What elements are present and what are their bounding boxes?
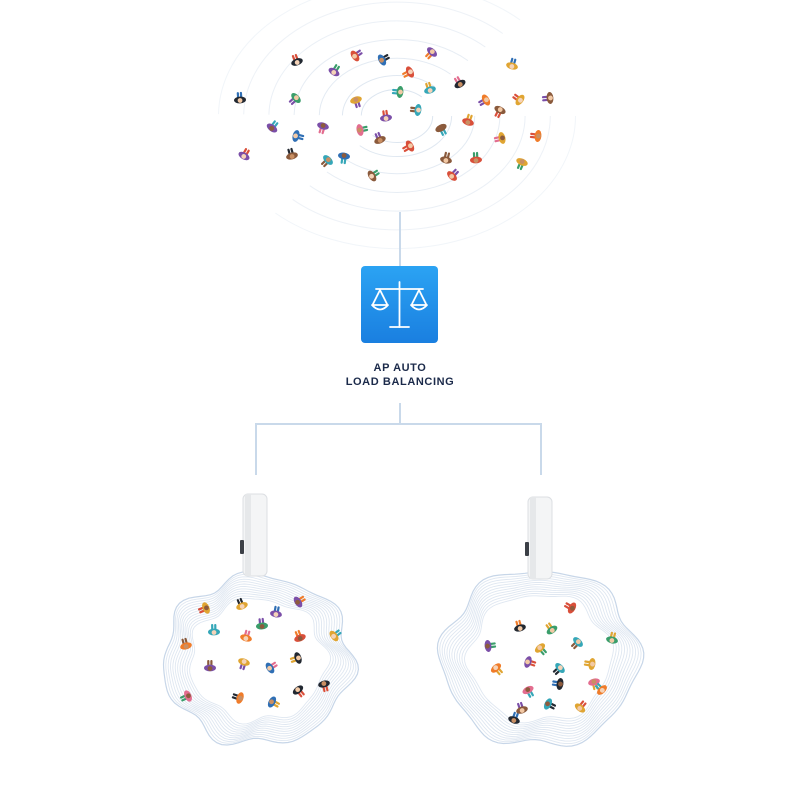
person-figure bbox=[328, 64, 340, 77]
person-figure bbox=[291, 53, 303, 66]
person-figure bbox=[409, 104, 422, 116]
person-figure bbox=[367, 169, 380, 182]
person-figure bbox=[377, 54, 390, 66]
person-figure bbox=[265, 661, 278, 674]
person-figure bbox=[380, 109, 392, 122]
person-figure bbox=[447, 168, 459, 181]
person-figure bbox=[289, 652, 302, 664]
person-figure bbox=[329, 629, 342, 642]
access-point-left bbox=[240, 493, 268, 577]
person-figure bbox=[574, 700, 587, 713]
coverage-area-right bbox=[436, 571, 645, 747]
person-figure bbox=[238, 148, 250, 161]
person-figure bbox=[238, 658, 250, 671]
person-figure bbox=[256, 617, 268, 630]
person-figure bbox=[508, 711, 520, 724]
person-figure bbox=[374, 131, 386, 144]
person-figure bbox=[462, 113, 474, 126]
person-figure bbox=[350, 49, 363, 62]
person-figure bbox=[236, 597, 248, 610]
person-figure bbox=[440, 151, 452, 164]
person-figure bbox=[293, 595, 306, 608]
person-figure bbox=[288, 92, 301, 106]
crowd-ap-left bbox=[179, 595, 342, 708]
person-figure bbox=[197, 602, 210, 614]
person-figure bbox=[583, 658, 596, 670]
person-figure bbox=[270, 605, 282, 618]
person-figure bbox=[317, 122, 329, 135]
person-figure bbox=[594, 682, 607, 695]
person-figure bbox=[534, 643, 547, 656]
person-figure bbox=[484, 640, 497, 652]
person-figure bbox=[564, 602, 577, 614]
person-figure bbox=[350, 96, 362, 109]
person-figure bbox=[435, 123, 447, 136]
feature-title-line-1: AP AUTO bbox=[373, 362, 427, 374]
person-figure bbox=[516, 158, 528, 171]
person-figure bbox=[551, 678, 564, 690]
person-figure bbox=[391, 86, 404, 98]
person-figure bbox=[470, 151, 482, 164]
person-figure bbox=[490, 663, 503, 676]
person-figure bbox=[516, 701, 528, 714]
person-figure bbox=[234, 91, 246, 104]
person-figure bbox=[320, 155, 333, 168]
person-figure bbox=[402, 66, 415, 78]
connector-branch bbox=[255, 423, 542, 475]
person-figure bbox=[570, 637, 583, 650]
person-figure bbox=[180, 637, 192, 650]
person-figure bbox=[267, 696, 281, 708]
person-figure bbox=[506, 57, 518, 70]
crowd-unbalanced bbox=[234, 47, 554, 182]
person-figure bbox=[424, 81, 436, 94]
person-figure bbox=[294, 629, 306, 642]
person-figure bbox=[318, 680, 330, 693]
person-figure bbox=[512, 93, 525, 106]
balance-scale-icon bbox=[371, 281, 428, 328]
person-figure bbox=[292, 685, 305, 698]
person-figure bbox=[606, 631, 618, 644]
person-figure bbox=[529, 130, 542, 142]
person-figure bbox=[204, 660, 216, 672]
person-figure bbox=[402, 140, 415, 153]
person-figure bbox=[453, 76, 466, 89]
load-balancing-icon-tile bbox=[361, 266, 438, 343]
person-figure bbox=[231, 692, 244, 704]
feature-title-line-2: LOAD BALANCING bbox=[345, 376, 455, 388]
coverage-area-left bbox=[162, 571, 360, 746]
person-figure bbox=[524, 656, 537, 668]
person-figure bbox=[493, 132, 506, 144]
person-figure bbox=[266, 120, 279, 133]
person-figure bbox=[338, 152, 350, 165]
access-point-right bbox=[525, 496, 553, 580]
person-figure bbox=[545, 622, 558, 635]
person-figure bbox=[478, 94, 491, 106]
person-figure bbox=[425, 47, 437, 60]
person-figure bbox=[356, 124, 369, 136]
person-figure bbox=[292, 130, 305, 142]
person-figure bbox=[543, 698, 557, 710]
person-figure bbox=[179, 690, 192, 702]
person-figure bbox=[240, 629, 252, 642]
person-figure bbox=[522, 685, 534, 698]
connector-lines bbox=[255, 212, 542, 475]
person-figure bbox=[552, 662, 565, 676]
person-figure bbox=[541, 92, 554, 104]
person-figure bbox=[514, 619, 526, 632]
person-figure bbox=[494, 105, 506, 119]
crowd-ap-right bbox=[484, 602, 618, 724]
person-figure bbox=[208, 623, 220, 636]
person-figure bbox=[286, 147, 298, 160]
